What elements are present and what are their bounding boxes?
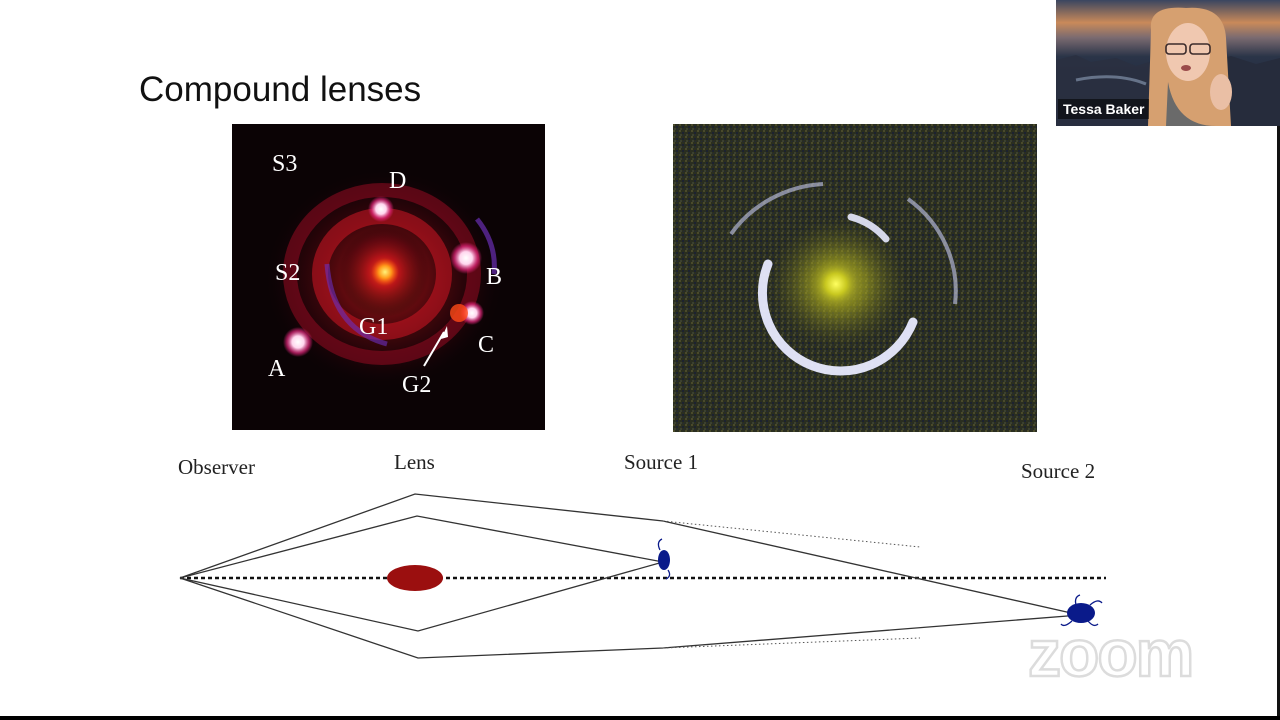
zoom-watermark: zoom (1027, 622, 1196, 686)
label-s3: S3 (272, 151, 297, 177)
lens-image-right (673, 124, 1037, 432)
ray-outer-top (179, 493, 1081, 616)
projection-line-bottom (662, 637, 921, 649)
label-c: C (478, 332, 494, 358)
source2-galaxy (1060, 594, 1103, 627)
label-s2: S2 (275, 260, 300, 286)
lens-image-left-graphic: S3 D S2 B G1 C A G2 (232, 124, 545, 430)
slide-title: Compound lenses (139, 70, 422, 109)
label-d: D (389, 168, 406, 194)
label-g2: G2 (402, 372, 431, 398)
zoom-watermark-text: zoom (1028, 622, 1192, 686)
label-source-2: Source 2 (1021, 459, 1095, 483)
label-lens: Lens (394, 450, 435, 474)
ray-inner-bottom (179, 561, 664, 632)
right-edge-rule (1277, 126, 1280, 720)
source1-galaxy (657, 538, 671, 580)
label-g1: G1 (359, 314, 388, 340)
lens-image-right-graphic (673, 124, 1037, 432)
label-b: B (486, 264, 502, 290)
participant-name: Tessa Baker (1058, 99, 1150, 119)
lens-image-left: S3 D S2 B G1 C A G2 (232, 124, 545, 430)
label-a: A (268, 356, 286, 382)
projection-line-top (662, 520, 921, 548)
label-source-1: Source 1 (624, 450, 698, 474)
ray-outer-bottom (179, 577, 1081, 659)
label-observer: Observer (178, 455, 255, 479)
ray-inner-top (179, 515, 664, 579)
lens-galaxy (387, 565, 443, 591)
lensing-diagram: Observer Lens Source 1 Source 2 (178, 450, 1106, 659)
bottom-edge-rule (0, 716, 1280, 720)
participant-video[interactable] (1056, 0, 1280, 126)
